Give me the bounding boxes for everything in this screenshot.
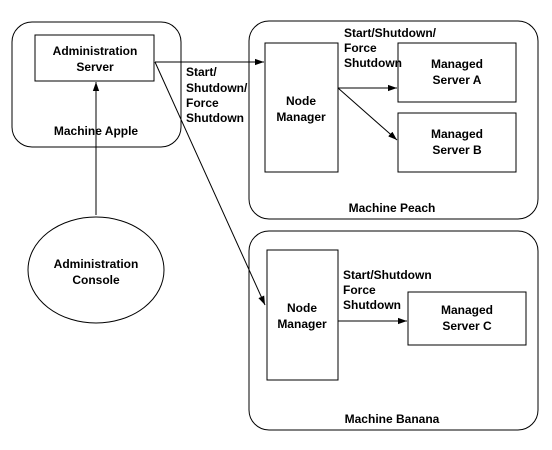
managed-server-c-box — [407, 291, 527, 346]
node-manager-banana-box — [266, 249, 339, 381]
managed-server-a-label-line1: Managed — [431, 57, 483, 71]
administration-server-node: Administration Server — [34, 34, 155, 82]
admin-to-nodes-edge-label: Start/ Shutdown/ Force Shutdown — [186, 65, 248, 125]
edge-label-line: Start/Shutdown — [343, 268, 432, 282]
edge-label-line: Start/ — [186, 65, 217, 79]
admin-server-to-node-manager-banana-arrow — [154, 61, 266, 306]
node-manager-peach: Node Manager — [264, 42, 339, 173]
node-manager-peach-label-line2: Manager — [276, 110, 326, 124]
managed-server-a-node: Managed Server A — [397, 42, 517, 103]
managed-server-c-label-line2: Server C — [442, 319, 492, 333]
nm-banana-edge-label: Start/Shutdown Force Shutdown — [343, 268, 432, 312]
managed-server-a-box — [397, 42, 517, 103]
node-manager-peach-box — [264, 42, 339, 173]
administration-console-node: Administration Console — [27, 216, 165, 324]
administration-console-ellipse — [27, 216, 165, 324]
edge-label-line: Shutdown/ — [186, 81, 248, 95]
edge-label-line: Force — [343, 283, 376, 297]
node-manager-banana-label-line2: Manager — [277, 317, 327, 331]
administration-server-label-line1: Administration — [53, 44, 138, 58]
machine-banana-label: Machine Banana — [345, 412, 440, 426]
edge-label-line: Shutdown — [186, 111, 244, 125]
managed-server-a-label-line2: Server A — [433, 73, 482, 87]
managed-server-b-node: Managed Server B — [397, 112, 517, 173]
managed-server-b-label-line2: Server B — [432, 143, 482, 157]
nm-peach-edge-label: Start/Shutdown/ Force Shutdown — [344, 26, 437, 70]
edge-label-line: Force — [344, 41, 377, 55]
administration-server-box — [34, 34, 155, 82]
administration-server-label-line2: Server — [76, 60, 114, 74]
edge-label-line: Shutdown — [344, 56, 402, 70]
administration-console-label-line2: Console — [72, 273, 120, 287]
edge-label-line: Start/Shutdown/ — [344, 26, 437, 40]
node-manager-banana-label-line1: Node — [287, 301, 317, 315]
managed-server-c-node: Managed Server C — [407, 291, 527, 346]
managed-server-c-label-line1: Managed — [441, 303, 493, 317]
edge-label-line: Force — [186, 96, 219, 110]
managed-server-b-label-line1: Managed — [431, 127, 483, 141]
machine-peach-label: Machine Peach — [349, 201, 436, 215]
administration-console-label-line1: Administration — [54, 257, 139, 271]
managed-server-b-box — [397, 112, 517, 173]
edge-label-line: Shutdown — [343, 298, 401, 312]
node-manager-peach-label-line1: Node — [286, 94, 316, 108]
node-manager-peach-to-server-b-arrow — [337, 87, 398, 141]
node-manager-banana: Node Manager — [266, 249, 339, 381]
